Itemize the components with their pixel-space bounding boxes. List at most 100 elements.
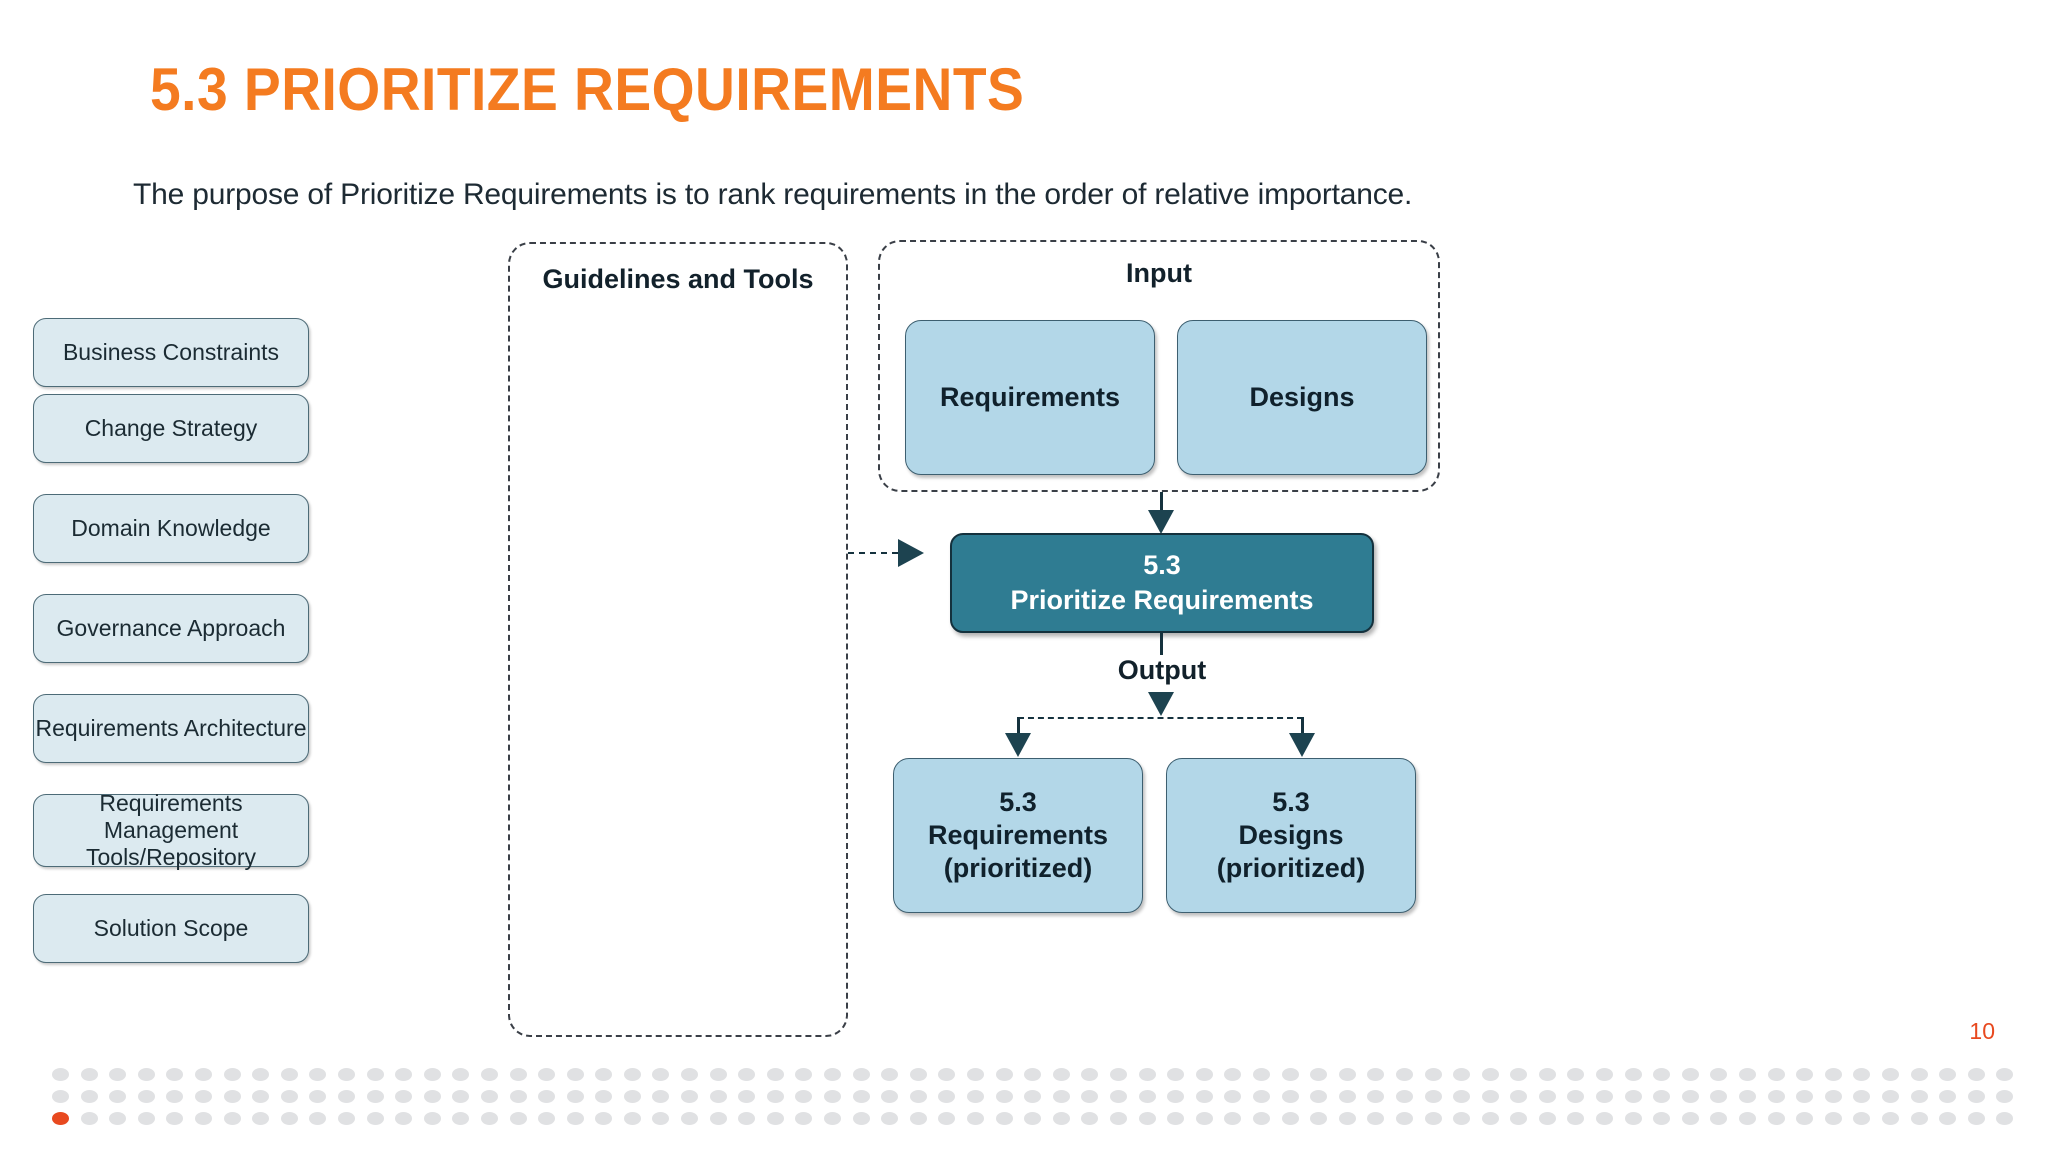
footer-dot [1739,1068,1757,1081]
footer-dot [1424,1112,1442,1125]
footer-dot [1967,1068,1985,1081]
guideline-item-solution-scope[interactable]: Solution Scope [33,894,309,963]
footer-dot [1167,1090,1185,1103]
footer-dot [1624,1090,1642,1103]
input-box-requirements[interactable]: Requirements [905,320,1155,475]
footer-dot [80,1112,98,1125]
input-group-title: Input [1126,258,1192,288]
connector-output-left-arrowhead [1005,733,1031,757]
footer-dot [795,1090,813,1103]
footer-dot [337,1112,355,1125]
footer-dot [738,1090,756,1103]
footer-dot [1310,1068,1328,1081]
footer-dot [1481,1090,1499,1103]
guideline-item-requirements-management-tools[interactable]: Requirements Management Tools/Repository [33,790,309,870]
footer-dot [1453,1112,1471,1125]
footer-dot [1653,1068,1671,1081]
footer-dot [452,1112,470,1125]
footer-dot [1195,1068,1213,1081]
footer-dot [566,1068,584,1081]
footer-dot-row [52,1112,2032,1125]
footer-accent-dot [52,1112,69,1125]
footer-dot [1967,1090,1985,1103]
footer-dot [1681,1090,1699,1103]
footer-dot [852,1090,870,1103]
guideline-item-requirements-architecture[interactable]: Requirements Architecture [33,694,309,763]
output-box-name: Requirements [927,820,1109,851]
footer-dot [280,1068,298,1081]
footer-dot [252,1090,270,1103]
input-box-label: Requirements [939,382,1121,413]
footer-dot [452,1068,470,1081]
footer-dot [681,1112,699,1125]
output-box-name: Designs [1238,820,1344,851]
guideline-item-governance-approach[interactable]: Governance Approach [33,594,309,663]
slide-body-text: The purpose of Prioritize Requirements i… [133,178,1413,211]
footer-dot [1596,1090,1614,1103]
footer-dot [967,1090,984,1103]
guideline-item-label: Requirements Architecture [35,714,307,741]
footer-dot [1224,1112,1242,1125]
output-box-requirements-prioritized[interactable]: 5.3 Requirements (prioritized) [893,758,1143,913]
footer-dot [1052,1090,1070,1103]
footer-dot [1252,1112,1270,1125]
footer-dot [252,1112,270,1125]
footer-dot [1882,1112,1899,1125]
footer-dot [1796,1112,1814,1125]
footer-dot [1824,1112,1842,1125]
footer-dot [1195,1090,1213,1103]
footer-dot [309,1112,327,1125]
footer-dot [1367,1090,1385,1103]
footer-dot [166,1090,184,1103]
footer-dot [1367,1068,1385,1081]
guideline-item-label: Governance Approach [56,614,286,641]
footer-dot [1538,1090,1556,1103]
footer-dot [967,1068,984,1081]
footer-dot [623,1112,641,1125]
footer-dot [795,1068,813,1081]
footer-dot [852,1068,870,1081]
footer-dot [1338,1112,1356,1125]
footer-dot [1510,1112,1528,1125]
footer-dot [881,1068,899,1081]
footer-dot [1481,1112,1499,1125]
footer-dot [109,1090,127,1103]
guideline-item-domain-knowledge[interactable]: Domain Knowledge [33,494,309,563]
footer-dot [1996,1112,2014,1125]
footer-dot [1310,1090,1328,1103]
footer-dot [595,1068,613,1081]
footer-dot [1596,1068,1614,1081]
output-box-designs-prioritized[interactable]: 5.3 Designs (prioritized) [1166,758,1416,913]
footer-dot [137,1068,155,1081]
footer-dot [1024,1090,1042,1103]
footer-dot [595,1112,613,1125]
guidelines-and-tools-group: Guidelines and Tools [508,242,848,1037]
guideline-item-change-strategy[interactable]: Change Strategy [33,394,309,463]
connector-output-arrowhead [1148,692,1174,716]
footer-dot [1052,1068,1070,1081]
footer-dot [1824,1090,1842,1103]
footer-dot [1538,1068,1556,1081]
input-box-designs[interactable]: Designs [1177,320,1427,475]
footer-dot [1252,1068,1270,1081]
footer-dot [395,1068,413,1081]
footer-dot [1653,1090,1671,1103]
footer-dot-row [52,1090,2032,1103]
footer-dot [652,1090,670,1103]
footer-dot [1624,1068,1642,1081]
output-group-title: Output [1117,655,1207,685]
footer-dot [738,1112,756,1125]
footer-dot [1453,1090,1471,1103]
footer-dot [881,1112,899,1125]
footer-dot [137,1090,155,1103]
guideline-item-business-constraints[interactable]: Business Constraints [33,318,309,387]
footer-dot [1424,1090,1442,1103]
footer-dot [1138,1090,1156,1103]
footer-dot [1281,1112,1299,1125]
output-box-qualifier: (prioritized) [943,852,1093,883]
task-box-prioritize-requirements[interactable]: 5.3 Prioritize Requirements [950,533,1374,633]
footer-dot [1996,1090,2014,1103]
footer-dot [1052,1112,1070,1125]
footer-dot [280,1112,298,1125]
footer-dot [1767,1090,1785,1103]
